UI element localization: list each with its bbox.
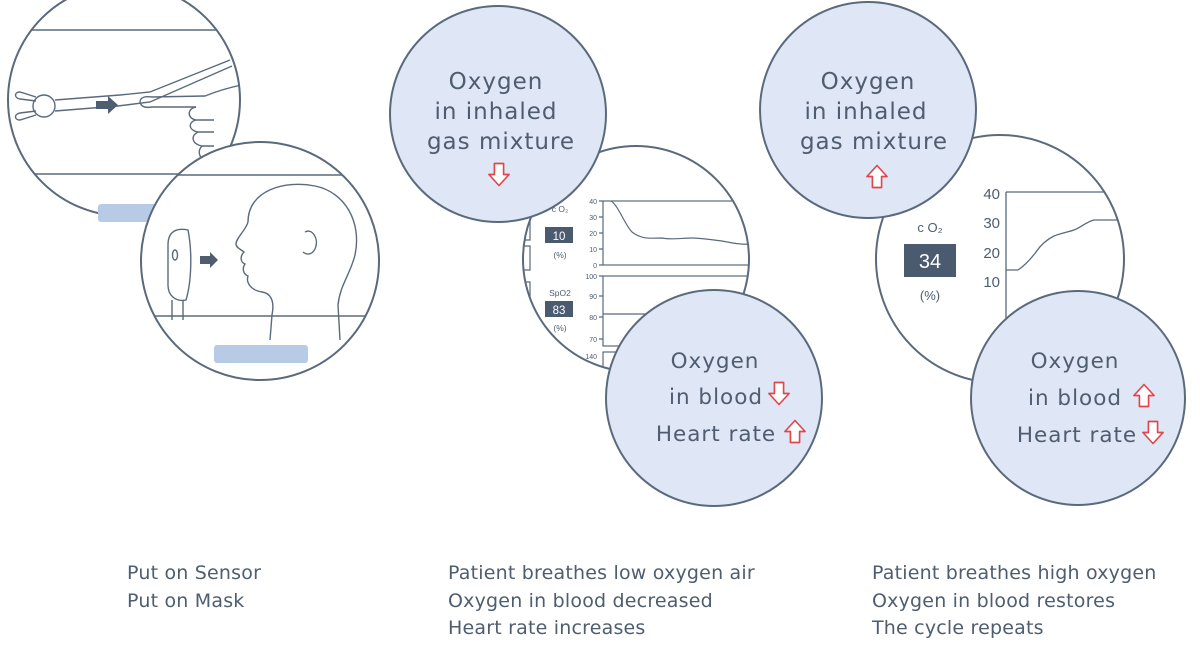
step3-blood-bubble: Oxygen in blood Heart rate [970,290,1186,506]
co2-unit: (%) [920,288,940,303]
svg-text:10: 10 [983,274,1000,291]
svg-text:in blood: in blood [669,385,763,410]
oxygen-mask-icon [167,228,192,320]
arrow-right-icon [96,96,118,114]
svg-text:80: 80 [589,315,597,322]
caption-line: Oxygen in blood decreased [448,589,713,612]
caption-line: Oxygen in blood restores [872,589,1116,612]
step1-caption: Put on Sensor Put on Mask [127,560,261,615]
svg-text:100: 100 [585,274,597,281]
co2-trace-line [610,200,749,245]
spo2-label: SpO2 [549,288,571,298]
svg-text:in inhaled: in inhaled [804,99,927,125]
co2-value: 34 [919,251,941,273]
co2-label: c O₂ [552,204,569,214]
spo2-value: 83 [553,305,566,317]
svg-text:in inhaled: in inhaled [434,99,557,125]
svg-text:Oxygen: Oxygen [821,69,916,95]
svg-text:Heart rate: Heart rate [656,422,776,447]
caption-line: Put on Mask [127,589,245,612]
step3-caption: Patient breathes high oxygen Oxygen in b… [872,560,1157,643]
svg-text:40: 40 [589,199,597,206]
spo2-unit: (%) [553,323,566,333]
svg-text:in blood: in blood [1028,386,1122,411]
svg-text:70: 70 [589,337,597,344]
step2-blood-bubble: Oxygen in blood Heart rate [605,289,823,507]
arrow-right-icon [200,252,218,268]
spo2-axis-ticks: 100 90 80 70 [585,274,597,344]
caption-line: Put on Sensor [127,562,262,584]
caption-line: The cycle repeats [872,617,1044,639]
svg-text:gas mixture: gas mixture [800,129,948,155]
svg-text:Heart rate: Heart rate [1017,423,1137,448]
step2-inhaled-gas-bubble: Oxygen in inhaled gas mixture [389,5,607,223]
svg-text:90: 90 [589,294,597,301]
co2-label: c O₂ [917,220,942,235]
svg-text:10: 10 [589,247,597,254]
step3-inhaled-gas-bubble: Oxygen in inhaled gas mixture [759,1,977,219]
co2-axis-ticks: 40 30 20 10 [983,186,1000,291]
svg-text:Oxygen: Oxygen [671,349,760,374]
svg-text:Oxygen: Oxygen [449,69,544,95]
step1-sensor-circle [7,0,241,222]
caption-line: Patient breathes low oxygen air [448,562,755,584]
svg-text:Oxygen: Oxygen [1031,349,1120,374]
hr-axis-tick: 140 [585,354,597,361]
svg-text:20: 20 [983,245,1000,262]
svg-text:40: 40 [983,186,1000,203]
step2-caption: Patient breathes low oxygen air Oxygen i… [448,560,755,643]
co2-value: 10 [553,231,566,243]
caption-line: Patient breathes high oxygen [872,562,1157,584]
svg-text:20: 20 [589,231,597,238]
svg-text:gas mixture: gas mixture [427,129,575,155]
svg-text:30: 30 [983,215,1000,232]
finger-sensor-icon [14,59,233,121]
caption-line: Heart rate increases [448,617,646,639]
head-profile-icon [235,183,358,341]
step1-mask-circle [140,141,380,381]
co2-unit: (%) [553,250,566,260]
co2-trace-line [1006,219,1124,271]
co2-axis-ticks: 40 30 20 10 0 [589,199,597,270]
label-tab [214,345,308,363]
svg-text:0: 0 [593,263,597,270]
svg-text:30: 30 [589,215,597,222]
